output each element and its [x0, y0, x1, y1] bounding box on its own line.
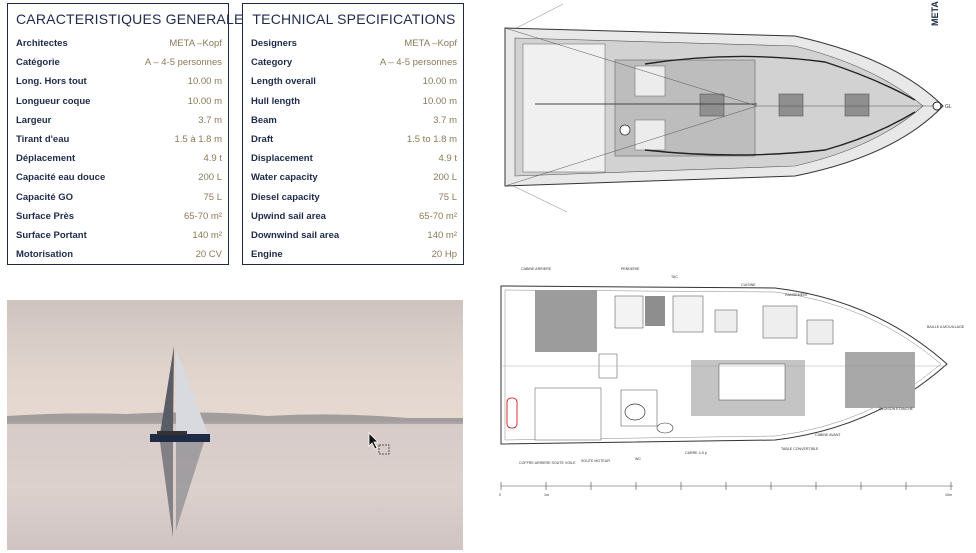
spec-fr-row-value: 10.00 m — [187, 76, 222, 88]
spec-fr-row-value: 1.5 à 1.8 m — [174, 134, 222, 146]
label-table: TABLE CONVERTIBLE — [781, 447, 819, 451]
spec-en-row-label: Draft — [251, 134, 274, 146]
spec-en-row: Diesel capacity 75 L — [251, 188, 457, 207]
spec-en-row-label: Displacement — [251, 153, 313, 165]
spec-fr-row-value: 200 L — [198, 172, 222, 184]
mouse-cursor-icon — [368, 432, 394, 463]
spec-fr-row-label: Surface Portant — [16, 229, 87, 241]
spec-en-row-value: A – 4-5 personnes — [379, 57, 457, 69]
label-cuisine: CUISINE — [741, 283, 756, 287]
label-tac: TAC — [671, 275, 678, 279]
label-cabine-avant: CABINE AVANT — [815, 433, 841, 437]
label-coffre: COFFRE ARRIERE SOUTE VOILE — [519, 461, 576, 465]
spec-fr-row-label: Capacité GO — [16, 191, 74, 203]
spec-en-row-value: META –Kopf — [404, 38, 457, 50]
spec-fr-row-label: Motorisation — [16, 249, 73, 261]
label-penderie: PENDERIE — [621, 267, 640, 271]
spec-en-row-value: 10.00 m — [422, 76, 457, 88]
spec-fr-row-label: Longueur coque — [16, 95, 91, 107]
scale-end: 10m — [945, 493, 952, 497]
spec-fr-row-label: Catégorie — [16, 57, 60, 69]
spec-table-fr: CARACTERISTIQUES GENERALES Architectes ME… — [7, 3, 254, 265]
spec-en-row-label: Diesel capacity — [251, 191, 320, 203]
spec-en-row-label: Water capacity — [251, 172, 318, 184]
spec-table-fr-title: CARACTERISTIQUES GENERALES — [16, 11, 254, 27]
spec-fr-row: Catégorie A – 4-5 personnes — [16, 53, 222, 72]
spec-en-row: Beam 3.7 m — [251, 111, 457, 130]
spec-fr-row: Déplacement 4.9 t — [16, 149, 222, 168]
spec-en-row-label: Hull length — [251, 95, 301, 107]
label-cabine-arriere: CABINE ARRIERE — [521, 267, 552, 271]
spec-fr-row: Capacité GO 75 L — [16, 188, 222, 207]
spec-fr-row-value: 75 L — [203, 191, 223, 203]
spec-en-row-value: 1.5 to 1.8 m — [406, 134, 457, 146]
spec-fr-row-label: Tirant d'eau — [16, 134, 70, 146]
spec-en-row: Hull length 10.00 m — [251, 92, 457, 111]
spec-fr-row: Motorisation 20 CV — [16, 245, 222, 264]
spec-table-en-title: TECHNICAL SPECIFICATIONS — [252, 11, 456, 27]
spec-fr-row-label: Largeur — [16, 114, 52, 126]
scale-start: 0 — [499, 493, 501, 497]
spec-fr-row-value: 3.7 m — [198, 114, 222, 126]
spec-fr-row: Capacité eau douce 200 L — [16, 168, 222, 187]
spec-en-row-label: Engine — [251, 249, 283, 261]
scale-1m: 1m — [544, 493, 549, 497]
spec-en-row-label: Downwind sail area — [251, 229, 340, 241]
spec-en-row: Length overall 10.00 m — [251, 72, 457, 91]
spec-en-row-value: 140 m² — [427, 229, 457, 241]
spec-en-row: Draft 1.5 to 1.8 m — [251, 130, 457, 149]
spec-en-row: Water capacity 200 L — [251, 168, 457, 187]
spec-table-en: TECHNICAL SPECIFICATIONS Designers META –… — [242, 3, 464, 265]
spec-en-row: Displacement 4.9 t — [251, 149, 457, 168]
spec-fr-row-label: Capacité eau douce — [16, 172, 106, 184]
spec-fr-row: Largeur 3.7 m — [16, 111, 222, 130]
spec-en-row: Designers META –Kopf — [251, 34, 457, 53]
spec-en-row-label: Designers — [251, 38, 297, 50]
spec-fr-row-label: Surface Près — [16, 210, 75, 222]
spec-en-row-label: Length overall — [251, 76, 316, 88]
spec-fr-row-value: A – 4-5 personnes — [144, 57, 222, 69]
interior-layout-plan: CABINE ARRIERE PENDERIE TAC CUISINE RANG… — [495, 260, 965, 505]
sailboat-photo — [7, 300, 463, 550]
label-soute-moteur: SOUTE MOTEUR — [581, 459, 610, 463]
label-rangement: RANGEMENT — [785, 293, 809, 297]
spec-en-row-value: 200 L — [433, 172, 457, 184]
spec-en-row: Upwind sail area 65-70 m² — [251, 207, 457, 226]
label-carre: CARRE 4-5 p — [685, 451, 707, 455]
spec-en-row: Category A – 4-5 personnes — [251, 53, 457, 72]
spec-fr-row-value: 140 m² — [192, 229, 222, 241]
deck-plan-drawing: GL — [495, 0, 965, 220]
spec-en-row-value: 65-70 m² — [418, 210, 457, 222]
spec-en-row: Engine 20 Hp — [251, 245, 457, 264]
spec-fr-row: Architectes META –Kopf — [16, 34, 222, 53]
spec-fr-row-label: Architectes — [16, 38, 68, 50]
spec-fr-row-value: META –Kopf — [169, 38, 222, 50]
label-wc: WC — [635, 457, 641, 461]
spec-fr-row: Long. Hors tout 10.00 m — [16, 72, 222, 91]
spec-fr-row-value: 20 CV — [195, 249, 222, 261]
spec-fr-row-value: 65-70 m² — [183, 210, 222, 222]
spec-fr-row-label: Déplacement — [16, 153, 76, 165]
spec-en-row: Downwind sail area 140 m² — [251, 226, 457, 245]
label-cloison: CLOISON ETANCHE — [879, 407, 914, 411]
spec-fr-row: Surface Près 65-70 m² — [16, 207, 222, 226]
spec-en-row-value: 3.7 m — [433, 114, 457, 126]
spec-fr-row: Longueur coque 10.00 m — [16, 92, 222, 111]
spec-en-row-value: 10.00 m — [422, 95, 457, 107]
spec-en-row-value: 75 L — [438, 191, 458, 203]
spec-fr-row-label: Long. Hors tout — [16, 76, 87, 88]
spec-en-row-value: 4.9 t — [438, 153, 458, 165]
label-baille: BAILLE A MOUILLAGE — [927, 325, 965, 329]
spec-fr-row: Surface Portant 140 m² — [16, 226, 222, 245]
spec-en-row-label: Upwind sail area — [251, 210, 326, 222]
deck-bow-label: GL — [945, 104, 952, 110]
spec-fr-row: Tirant d'eau 1.5 à 1.8 m — [16, 130, 222, 149]
spec-fr-row-value: 10.00 m — [187, 95, 222, 107]
spec-en-row-label: Category — [251, 57, 293, 69]
spec-en-row-value: 20 Hp — [431, 249, 457, 261]
spec-en-row-label: Beam — [251, 114, 277, 126]
spec-fr-row-value: 4.9 t — [203, 153, 223, 165]
